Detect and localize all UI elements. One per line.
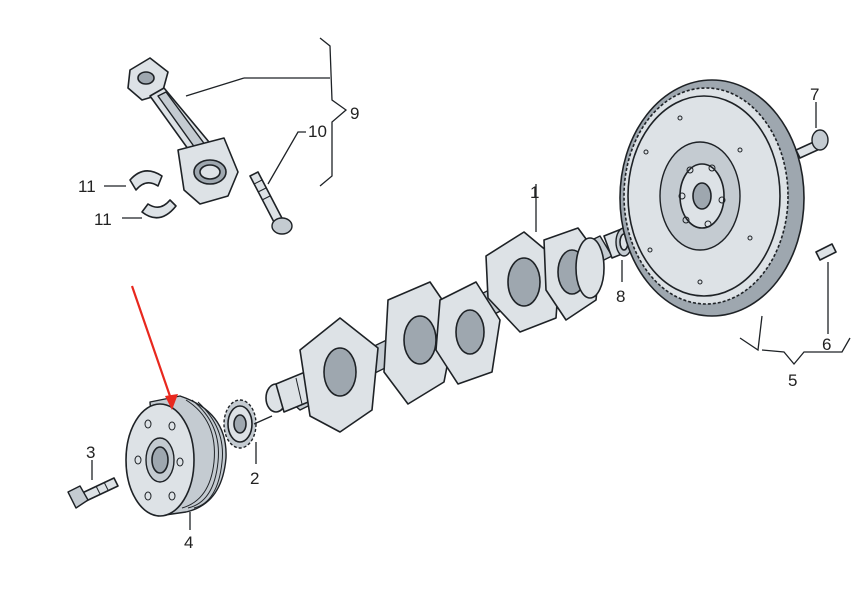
label-3: 3 xyxy=(86,443,95,462)
bracket-9: 9 xyxy=(185,37,359,187)
label-6: 6 xyxy=(822,335,831,354)
sprocket: 2 xyxy=(223,399,273,488)
highlight-arrow xyxy=(130,285,178,410)
label-4: 4 xyxy=(184,533,193,552)
dowel-pin: 6 xyxy=(815,243,837,354)
connecting-rod xyxy=(127,57,239,205)
label-5: 5 xyxy=(788,371,797,390)
bearing-shell-lower: 11 xyxy=(94,199,177,229)
label-1: 1 xyxy=(530,183,539,202)
pulley-bolt: 3 xyxy=(67,443,119,509)
vibration-damper-pulley: 4 xyxy=(125,395,227,552)
label-7: 7 xyxy=(810,85,819,104)
label-8: 8 xyxy=(616,287,625,306)
crankshaft: 1 xyxy=(265,183,613,433)
label-9: 9 xyxy=(350,104,359,123)
flywheel-bolt: 7 xyxy=(795,85,829,159)
conrod-bolt: 10 xyxy=(249,122,327,235)
bearing-shell-upper: 11 xyxy=(78,170,163,196)
flywheel: 5 xyxy=(619,79,851,390)
label-2: 2 xyxy=(250,469,259,488)
label-11-upper: 11 xyxy=(78,177,96,196)
label-11-lower: 11 xyxy=(94,210,112,229)
label-10: 10 xyxy=(308,122,327,141)
